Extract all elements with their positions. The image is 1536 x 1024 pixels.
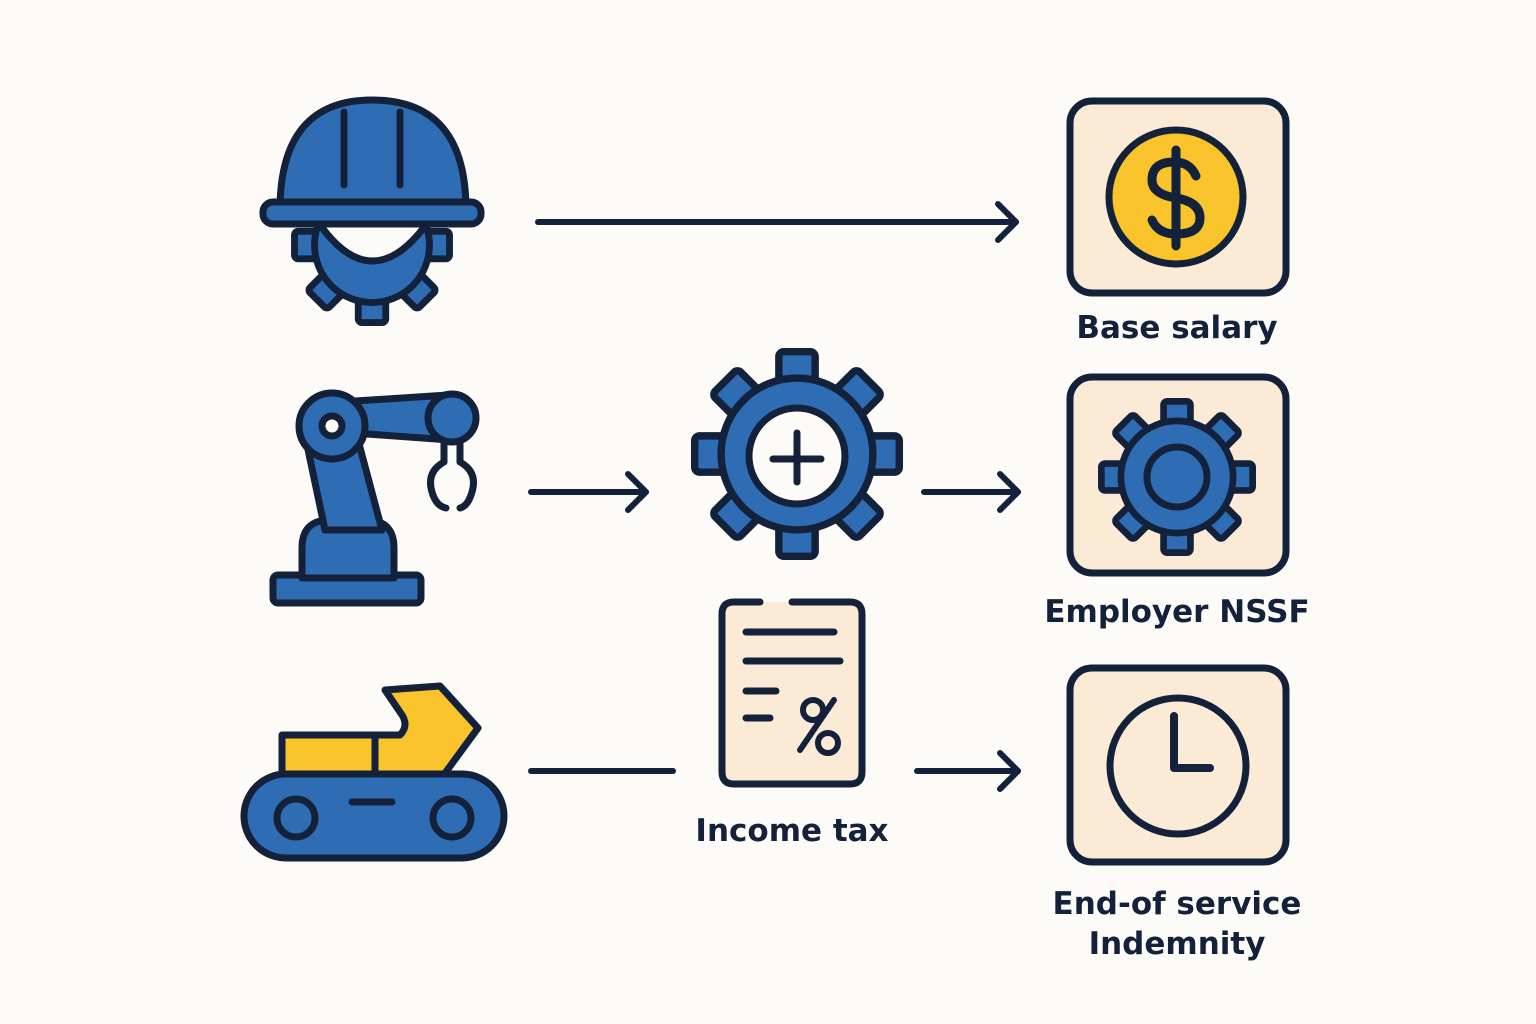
arrow-gear-to-nssf: [921, 471, 1021, 513]
arrow-tax-to-indemnity: [914, 750, 1021, 792]
gear-plus-icon: [695, 352, 900, 557]
dollar-coin-icon: [1066, 97, 1290, 297]
indemnity-label-line-2: Indemnity: [1088, 926, 1266, 962]
robotic-arm-icon: [269, 389, 480, 607]
tax-document-icon: [718, 598, 866, 788]
employer-nssf-label: Employer NSSF: [1044, 594, 1310, 630]
gear-icon: [1066, 373, 1290, 577]
arrow-hat-to-salary: [535, 201, 1019, 243]
end-of-service-indemnity-label: End-of service Indemnity: [1002, 884, 1352, 964]
conveyor-tracked-vehicle-icon: [240, 682, 508, 862]
connectors: [528, 201, 1021, 792]
clock-icon: [1066, 664, 1290, 866]
base-salary-label: Base salary: [1076, 310, 1278, 346]
indemnity-label-line-1: End-of service: [1052, 886, 1302, 922]
income-tax-label: Income tax: [695, 813, 889, 849]
hard-hat-gear-icon: [259, 96, 485, 323]
arrow-arm-to-gear: [528, 471, 649, 513]
